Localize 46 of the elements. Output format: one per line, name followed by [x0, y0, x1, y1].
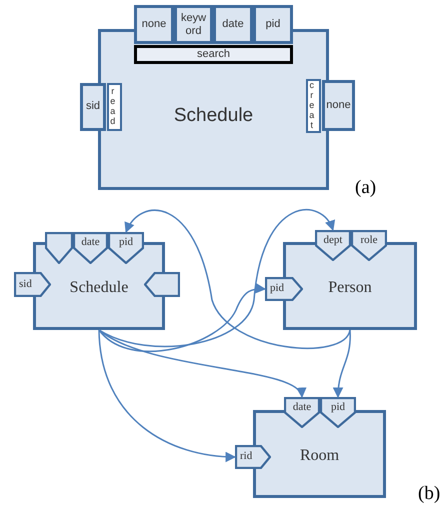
port-label: date — [292, 401, 312, 415]
port-label: pid — [270, 282, 284, 296]
port-label: rid — [240, 450, 252, 464]
arrow — [125, 210, 351, 349]
port-label: none — [142, 18, 166, 32]
port-label: date — [81, 236, 100, 250]
port-tab — [107, 83, 122, 131]
port-tab — [134, 5, 174, 44]
entity-name: Schedule — [174, 104, 254, 128]
port-tab — [351, 230, 387, 261]
entity-name: Room — [300, 446, 340, 466]
port-label: none — [326, 98, 351, 112]
port-label: keyword — [180, 12, 208, 38]
panel-label: (b) — [418, 482, 440, 506]
entity-name: Person — [328, 278, 372, 298]
port-tab — [108, 232, 144, 264]
port-tab — [265, 277, 303, 301]
port-tab — [73, 232, 108, 264]
port-label: sid — [19, 278, 32, 292]
port-tab — [80, 83, 106, 131]
port-label: pid — [330, 401, 346, 415]
port-tab — [235, 445, 271, 469]
port-label: date — [222, 18, 244, 32]
port-tab — [284, 397, 320, 428]
port-label: sid — [86, 100, 100, 114]
arrow — [333, 330, 351, 398]
port-label: creat — [309, 81, 318, 131]
port-tab — [174, 5, 213, 44]
port-label: role — [360, 234, 378, 248]
port-label: dept — [324, 234, 342, 248]
arrow — [98, 209, 334, 348]
port-label: pid — [266, 18, 280, 32]
port-tab — [322, 80, 355, 131]
port-tab — [315, 230, 351, 261]
port-tab — [14, 272, 51, 297]
port-label: search — [196, 48, 230, 62]
port-tab — [213, 5, 253, 44]
panel-label: (a) — [355, 176, 376, 200]
search-bar — [134, 45, 293, 64]
port-tab — [320, 397, 356, 428]
port-label: read — [110, 87, 119, 127]
port-label: pid — [118, 236, 134, 250]
port-tab — [253, 5, 293, 44]
entity-name: Schedule — [70, 278, 128, 298]
port-tab — [45, 232, 73, 264]
port-tab — [306, 79, 321, 133]
